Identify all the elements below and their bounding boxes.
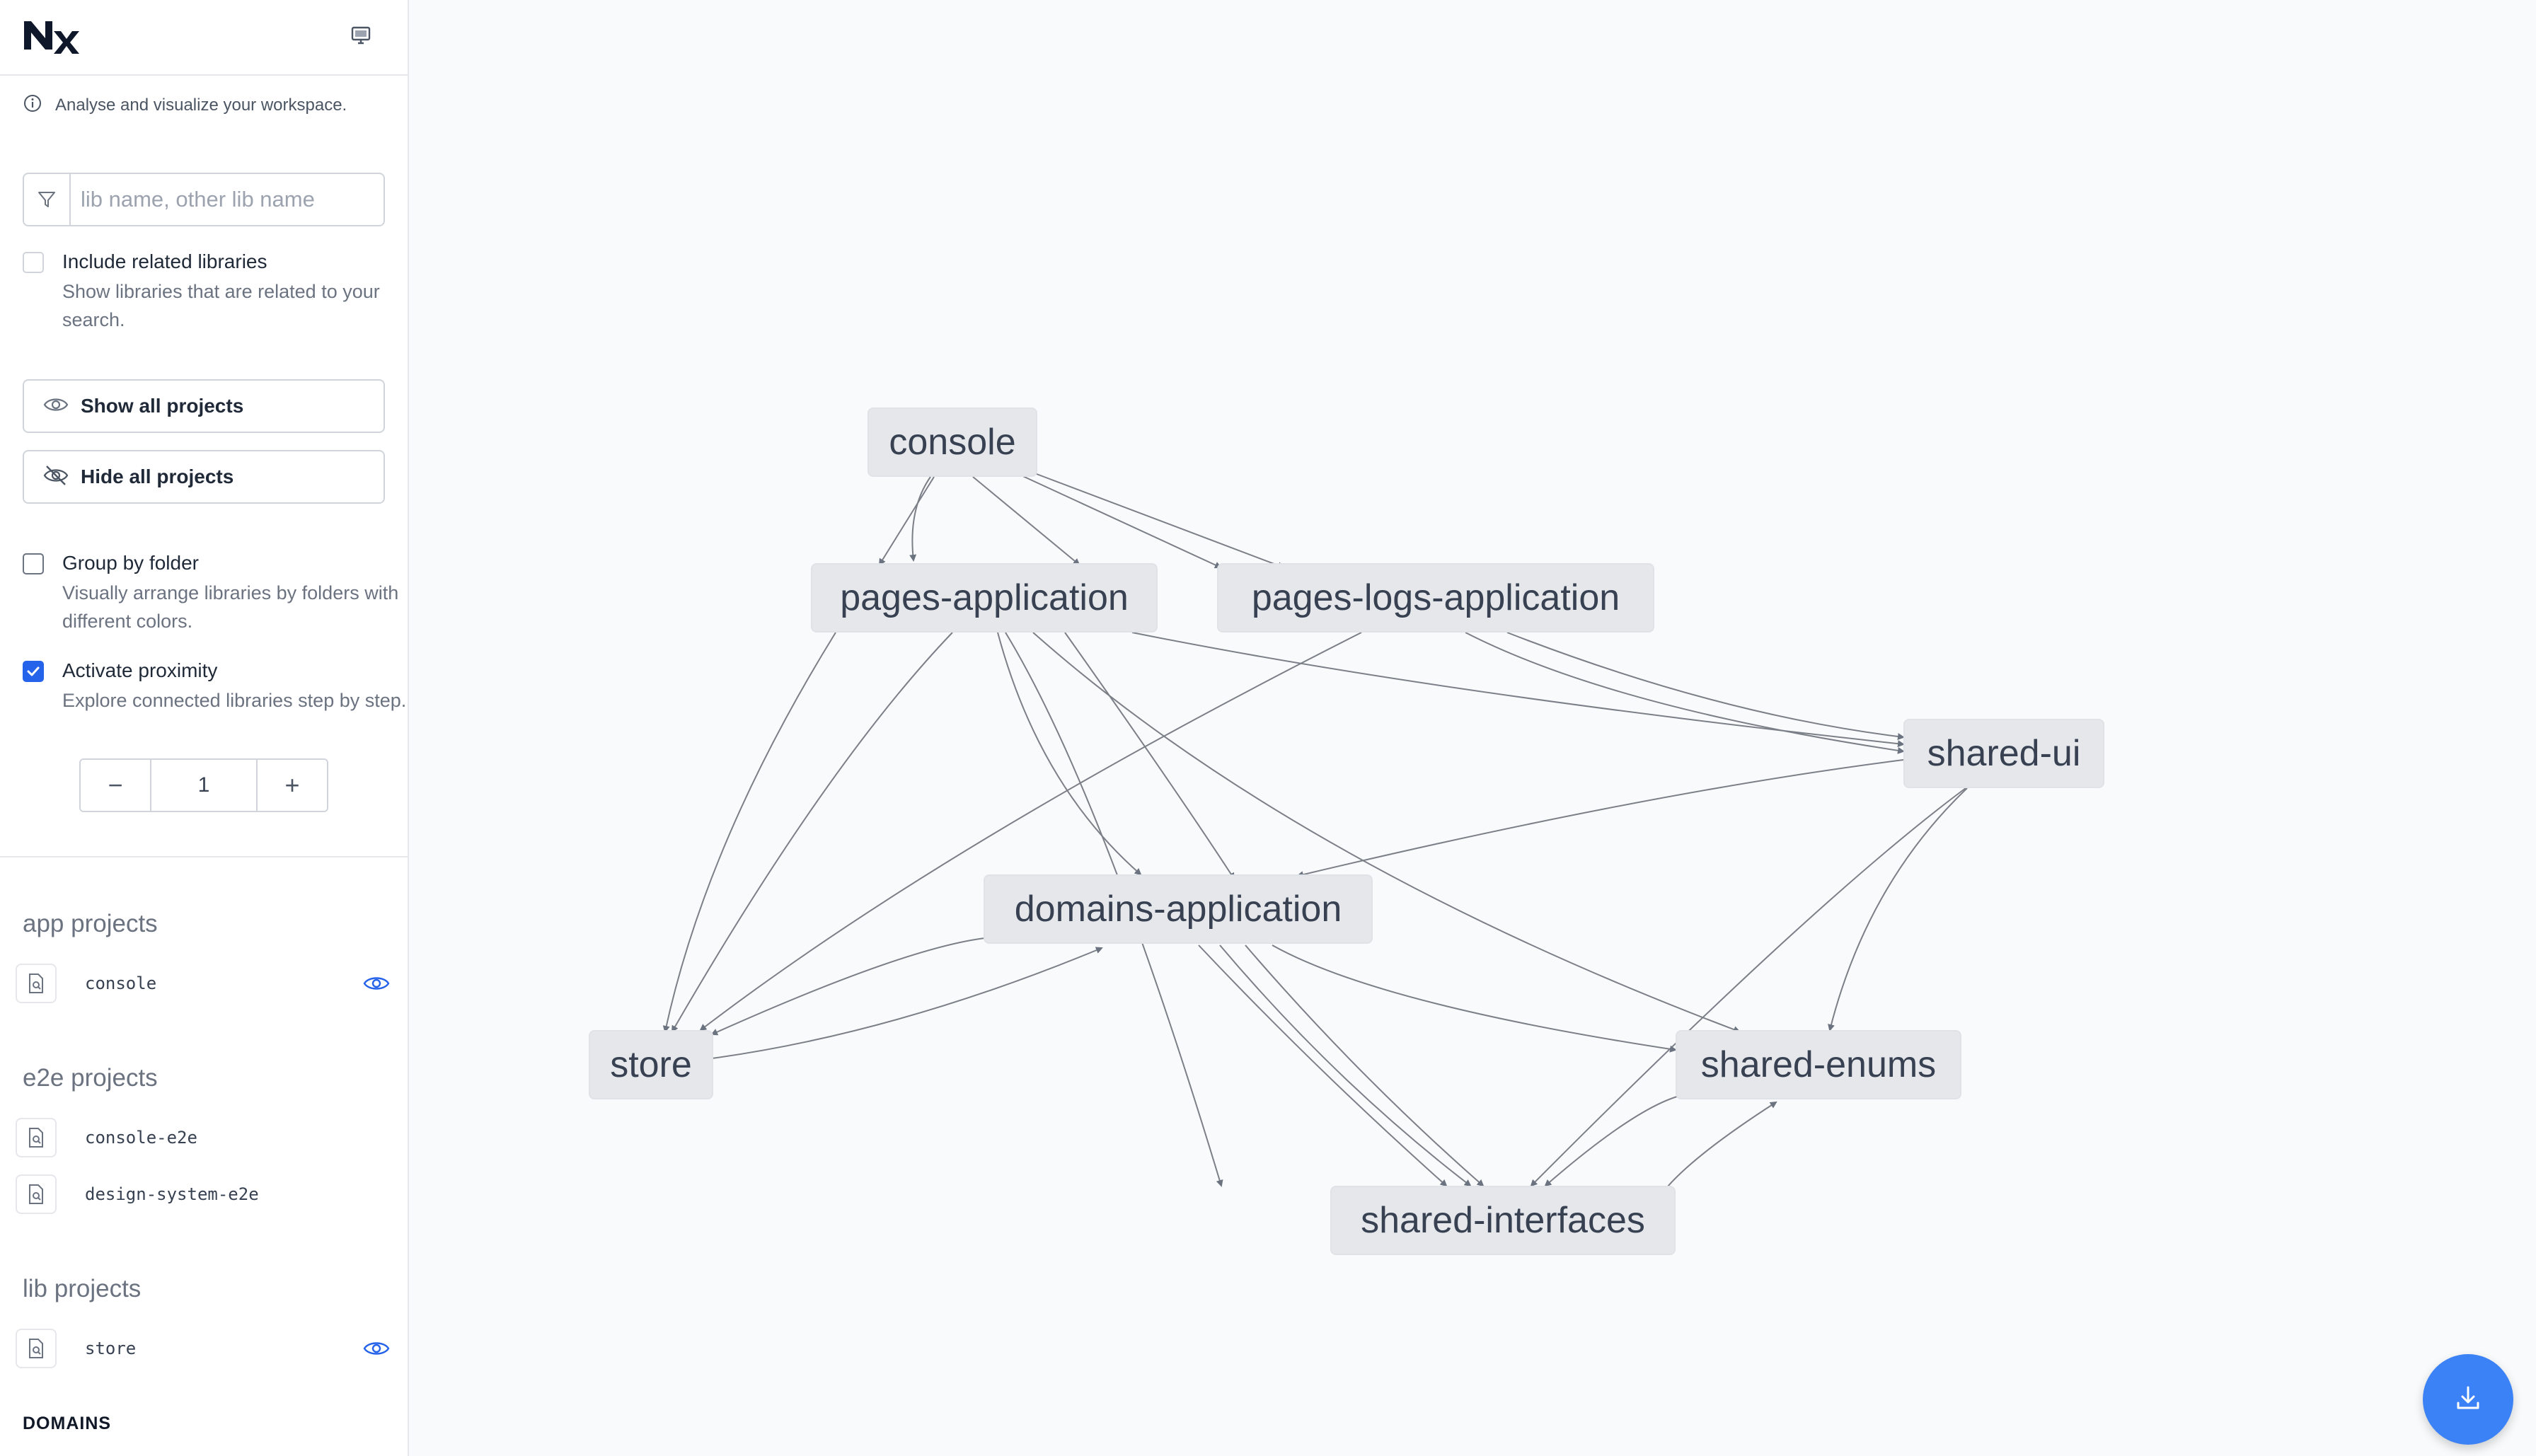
edge (1530, 787, 1966, 1187)
edge (997, 632, 1142, 876)
edge (1245, 944, 1485, 1187)
activate-proximity-description: Explore connected libraries step by step… (62, 690, 407, 711)
include-related-label: Include related libraries (62, 250, 267, 272)
filter-icon (24, 174, 71, 225)
eye-off-icon (42, 464, 69, 490)
check-icon (27, 666, 40, 676)
sidebar-header (0, 0, 408, 76)
edge (1131, 632, 1905, 748)
edge (672, 632, 953, 1033)
show-all-projects-button[interactable]: Show all projects (23, 379, 385, 433)
group-by-folder-label: Group by folder (62, 552, 199, 574)
project-row-store[interactable]: store (16, 1329, 391, 1368)
monitor-icon[interactable] (350, 24, 372, 47)
group-by-folder-description: Visually arrange libraries by folders wi… (62, 582, 399, 632)
hide-all-projects-button[interactable]: Hide all projects (23, 450, 385, 504)
eye-icon[interactable] (362, 1337, 391, 1363)
decrement-button[interactable]: − (108, 770, 123, 799)
info-icon (23, 93, 42, 117)
info-row: Analyse and visualize your workspace. (23, 93, 347, 117)
edge (699, 632, 1362, 1032)
app-projects-title: app projects (23, 910, 158, 937)
graph-node-pages-logs-application[interactable]: pages-logs-application (1217, 563, 1654, 632)
proximity-stepper: − 1 + (79, 758, 328, 812)
dependency-graph: console pages-application pages-logs-app… (409, 0, 2536, 1456)
edge (909, 476, 931, 562)
info-text: Analyse and visualize your workspace. (55, 95, 347, 115)
graph-node-pages-application[interactable]: pages-application (811, 563, 1158, 632)
file-icon (16, 1118, 57, 1157)
edge (1506, 632, 1905, 740)
hide-all-projects-label: Hide all projects (81, 466, 234, 487)
project-name: store (85, 1339, 137, 1358)
lib-projects-title: lib projects (23, 1275, 142, 1302)
edge (1296, 759, 1904, 879)
project-row-console-e2e[interactable]: console-e2e (16, 1118, 391, 1157)
project-row-design-system-e2e[interactable]: design-system-e2e (16, 1174, 391, 1214)
group-by-folder-checkbox[interactable] (23, 553, 44, 574)
download-button[interactable] (2423, 1354, 2513, 1445)
activate-proximity-checkbox[interactable] (23, 661, 44, 682)
graph-node-shared-enums[interactable]: shared-enums (1676, 1030, 1961, 1099)
edge (1544, 1096, 1678, 1187)
edge (1219, 944, 1472, 1187)
edge (1018, 473, 1222, 569)
nx-logo (21, 16, 81, 59)
sidebar: Analyse and visualize your workspace. In… (0, 0, 409, 1456)
eye-icon[interactable] (362, 972, 391, 998)
edge (1064, 632, 1235, 880)
graph-node-domains-application[interactable]: domains-application (984, 874, 1373, 944)
include-related-description: Show libraries that are related to your … (62, 281, 380, 330)
show-all-projects-label: Show all projects (81, 395, 244, 417)
file-icon (16, 1174, 57, 1214)
edge (878, 476, 935, 566)
increment-button[interactable]: + (284, 770, 300, 799)
project-row-console[interactable]: console (16, 964, 391, 1003)
edge (1032, 632, 1741, 1033)
graph-node-shared-ui[interactable]: shared-ui (1903, 719, 2104, 788)
project-name: console-e2e (85, 1128, 197, 1148)
edge (1666, 1101, 1777, 1188)
e2e-projects-title: e2e projects (23, 1064, 158, 1092)
graph-node-store[interactable]: store (589, 1030, 713, 1099)
project-name: console (85, 973, 157, 993)
edge (1198, 944, 1448, 1187)
eye-icon (42, 394, 69, 419)
project-name: design-system-e2e (85, 1184, 259, 1204)
divider (0, 856, 408, 857)
file-icon (16, 1329, 57, 1368)
graph-node-shared-interfaces[interactable]: shared-interfaces (1330, 1186, 1676, 1255)
edge (1828, 787, 1968, 1032)
graph-node-console[interactable]: console (868, 408, 1037, 477)
search-input[interactable] (71, 175, 384, 224)
edge (972, 476, 1080, 566)
edge (662, 632, 836, 1033)
proximity-value[interactable]: 1 (150, 760, 258, 811)
file-icon (16, 964, 57, 1003)
download-icon (2452, 1382, 2484, 1418)
graph-edges (662, 473, 1968, 1188)
edge (1272, 944, 1677, 1053)
search-box (23, 173, 385, 226)
activate-proximity-label: Activate proximity (62, 659, 218, 681)
edge (1005, 632, 1223, 1187)
include-related-checkbox[interactable] (23, 252, 44, 273)
edge (1036, 473, 1285, 569)
edge (710, 937, 986, 1036)
edge (1465, 632, 1905, 754)
domains-title: DOMAINS (23, 1414, 112, 1433)
edge (711, 947, 1103, 1059)
